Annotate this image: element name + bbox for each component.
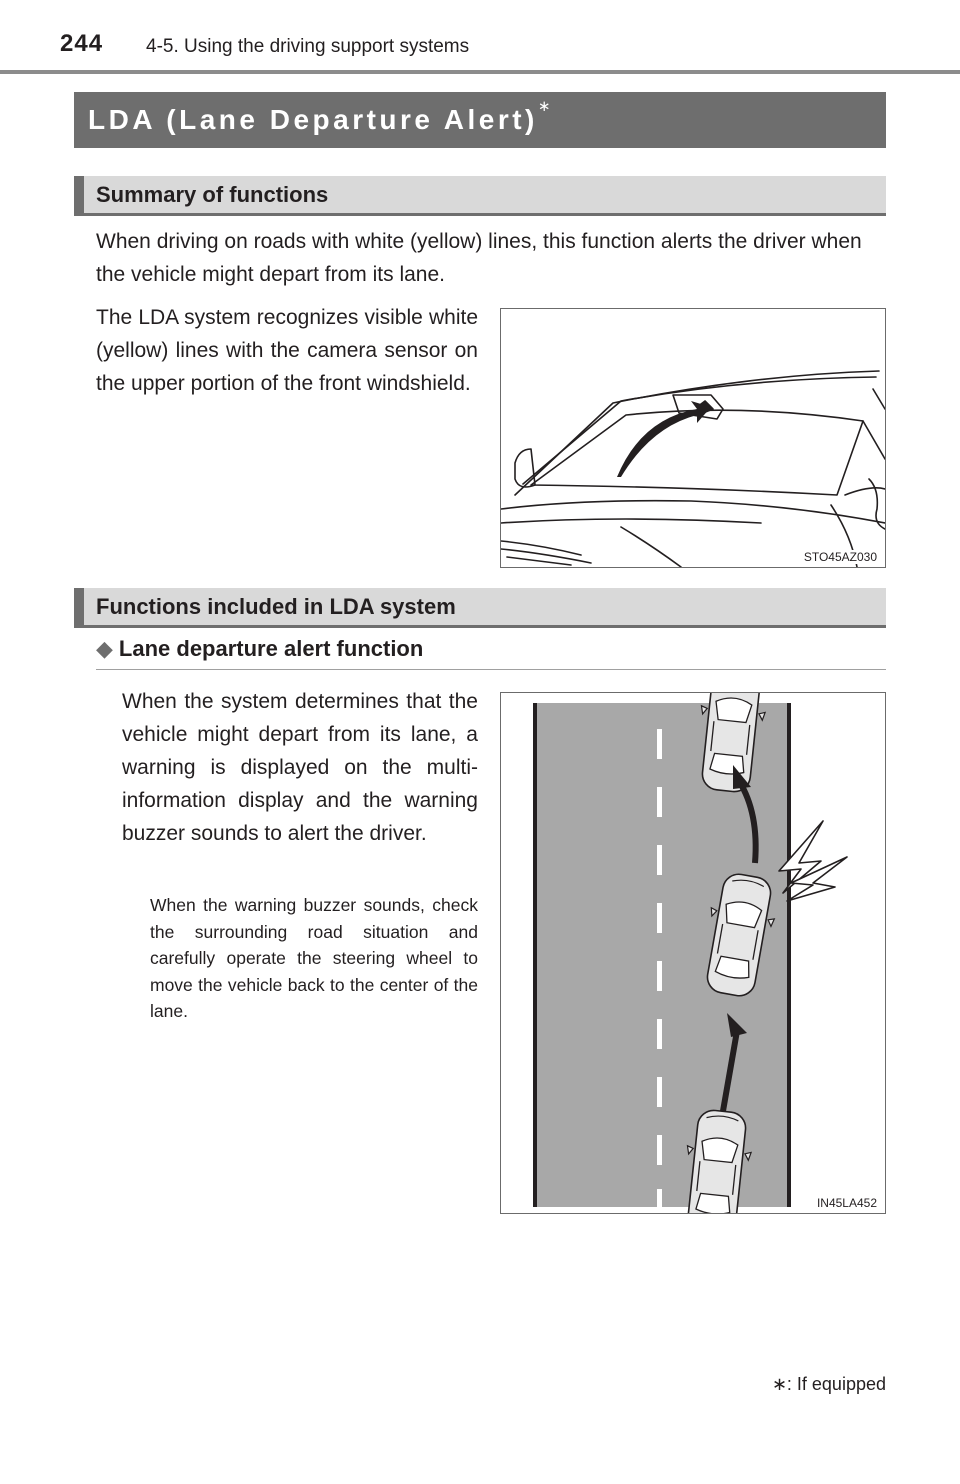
lane-departure-illustration	[533, 667, 848, 1235]
alert-description: When the system determines that the vehi…	[122, 690, 478, 845]
page-number: 244	[60, 30, 104, 57]
windshield-illustration	[500, 370, 886, 568]
running-head: 4-5. Using the driving support systems	[146, 36, 470, 57]
alert-note: When the warning buzzer sounds, check th…	[150, 895, 478, 1021]
subheading-text: Lane departure alert function	[118, 636, 424, 661]
figure-code: IN45LA452	[814, 1196, 879, 1210]
windshield-figure: STO45AZ030	[500, 308, 886, 568]
page-title: LDA (Lane Departure Alert)∗	[74, 92, 886, 148]
equipped-marker: ∗	[537, 98, 551, 115]
page-title-text: LDA (Lane Departure Alert)	[88, 104, 538, 135]
section-heading-functions: Functions included in LDA system	[74, 588, 886, 628]
subheading-rule	[96, 669, 886, 670]
figure-code: STO45AZ030	[801, 550, 879, 564]
subheading: ◆Lane departure alert function	[96, 636, 423, 662]
footnote: ∗: If equipped	[771, 1374, 886, 1394]
camera-description: The LDA system recognizes visible white …	[96, 306, 478, 395]
summary-intro: When driving on roads with white (yellow…	[96, 230, 862, 286]
lane-departure-figure: IN45LA452	[500, 667, 886, 1235]
diamond-bullet-icon: ◆	[96, 636, 113, 661]
header-rule	[0, 70, 960, 74]
section-heading-summary: Summary of functions	[74, 176, 886, 216]
